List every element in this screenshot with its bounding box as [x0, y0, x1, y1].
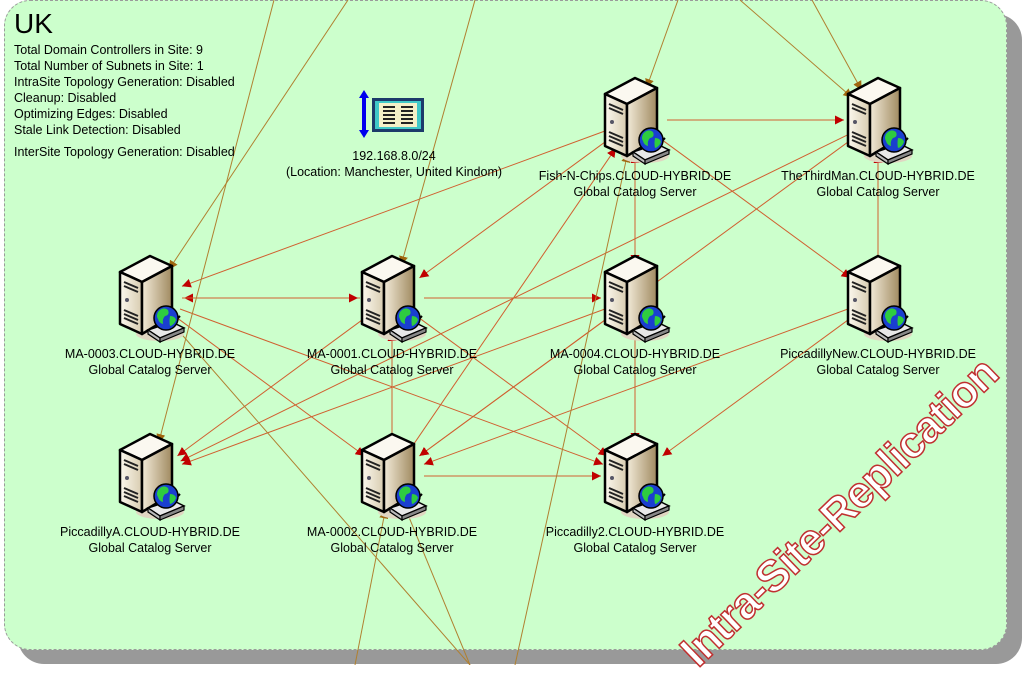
- replication-link-pnew-to-p2: [662, 316, 853, 457]
- server-icon: [838, 250, 918, 346]
- replication-link-ma4-to-pa: [181, 308, 606, 466]
- replication-link-ma1-to-p2: [417, 316, 608, 457]
- replication-link-pnew-to-ma2: [423, 308, 849, 466]
- server-role: Global Catalog Server: [88, 541, 212, 555]
- intersite-link-fish-7: [514, 153, 631, 665]
- server-node-piccadillynew[interactable]: PiccadillyNew.CLOUD-HYBRID.DE Global Cat…: [760, 250, 996, 378]
- intersite-link-third-4: [811, 0, 863, 91]
- site-info-line: IntraSite Topology Generation: Disabled: [14, 75, 235, 89]
- site-info-line: Total Number of Subnets in Site: 1: [14, 59, 204, 73]
- server-name: PiccadillyA.CLOUD-HYBRID.DE: [60, 525, 240, 539]
- server-role: Global Catalog Server: [330, 363, 454, 377]
- server-name: MA-0003.CLOUD-HYBRID.DE: [64, 347, 236, 361]
- server-node-piccadilly2[interactable]: Piccadilly2.CLOUD-HYBRID.DE Global Catal…: [517, 428, 753, 556]
- server-name: TheThirdMan.CLOUD-HYBRID.DE: [781, 169, 975, 183]
- server-icon: [352, 428, 432, 524]
- server-role: Global Catalog Server: [816, 363, 940, 377]
- replication-link-ma3-to-ma2: [175, 316, 365, 457]
- server-node-ma-0002[interactable]: MA-0002.CLOUD-HYBRID.DE Global Catalog S…: [274, 428, 510, 556]
- server-name: MA-0002.CLOUD-HYBRID.DE: [306, 525, 478, 539]
- server-node-fish-n-chips[interactable]: Fish-N-Chips.CLOUD-HYBRID.DE Global Cata…: [517, 72, 753, 200]
- server-node-ma-0001[interactable]: MA-0001.CLOUD-HYBRID.DE Global Catalog S…: [274, 250, 510, 378]
- replication-link-fish-to-ma3: [181, 130, 606, 288]
- site-title: UK: [14, 8, 53, 39]
- site-info-line: Cleanup: Disabled: [14, 91, 117, 105]
- site-info: Total Domain Controllers in Site: 9 Tota…: [14, 42, 264, 160]
- intersite-link-ma3-8: [171, 323, 471, 665]
- intersite-link-ma3-0: [168, 0, 349, 270]
- server-node-thethirdman[interactable]: TheThirdMan.CLOUD-HYBRID.DE Global Catal…: [760, 72, 996, 200]
- server-role: Global Catalog Server: [573, 185, 697, 199]
- server-node-piccadillya[interactable]: PiccadillyA.CLOUD-HYBRID.DE Global Catal…: [32, 428, 268, 556]
- replication-link-ma2-to-fish: [409, 147, 617, 450]
- subnet-node[interactable]: 192.168.8.0/24 (Location: Manchester, Un…: [272, 90, 516, 180]
- server-icon: [110, 428, 190, 524]
- site-info-line: Optimizing Edges: Disabled: [14, 107, 168, 121]
- subnet-address: 192.168.8.0/24: [352, 149, 436, 163]
- subnet-location: (Location: Manchester, United Kindom): [285, 165, 503, 179]
- replication-link-fish-to-ma1: [419, 138, 610, 279]
- server-icon: [595, 250, 675, 346]
- subnet-icon: [272, 90, 516, 148]
- server-name: Piccadilly2.CLOUD-HYBRID.DE: [545, 525, 725, 539]
- replication-link-fish-to-pnew: [660, 138, 851, 279]
- server-icon: [838, 72, 918, 168]
- intersite-link-pa-1: [156, 0, 275, 444]
- server-name: MA-0004.CLOUD-HYBRID.DE: [549, 347, 721, 361]
- server-role: Global Catalog Server: [88, 363, 212, 377]
- intersite-link-ma2-6: [404, 507, 471, 665]
- server-role: Global Catalog Server: [573, 363, 697, 377]
- replication-link-ma1-to-pa: [177, 316, 367, 457]
- server-icon: [352, 250, 432, 346]
- server-role: Global Catalog Server: [330, 541, 454, 555]
- site-info-intersite: InterSite Topology Generation: Disabled: [14, 145, 235, 159]
- server-role: Global Catalog Server: [816, 185, 940, 199]
- server-icon: [595, 72, 675, 168]
- server-node-ma-0003[interactable]: MA-0003.CLOUD-HYBRID.DE Global Catalog S…: [32, 250, 268, 378]
- intersite-link-third-9: [739, 0, 853, 99]
- server-name: Fish-N-Chips.CLOUD-HYBRID.DE: [538, 169, 732, 183]
- intersite-link-ma1-2: [399, 0, 476, 266]
- intersite-link-fish-3: [645, 0, 679, 89]
- intersite-link-ma2-5: [354, 509, 389, 665]
- server-node-ma-0004[interactable]: MA-0004.CLOUD-HYBRID.DE Global Catalog S…: [517, 250, 753, 378]
- site-info-line: Stale Link Detection: Disabled: [14, 123, 181, 137]
- server-name: PiccadillyNew.CLOUD-HYBRID.DE: [780, 347, 976, 361]
- server-name: MA-0001.CLOUD-HYBRID.DE: [306, 347, 478, 361]
- site-info-line: Total Domain Controllers in Site: 9: [14, 43, 203, 57]
- server-icon: [110, 250, 190, 346]
- server-role: Global Catalog Server: [573, 541, 697, 555]
- server-icon: [595, 428, 675, 524]
